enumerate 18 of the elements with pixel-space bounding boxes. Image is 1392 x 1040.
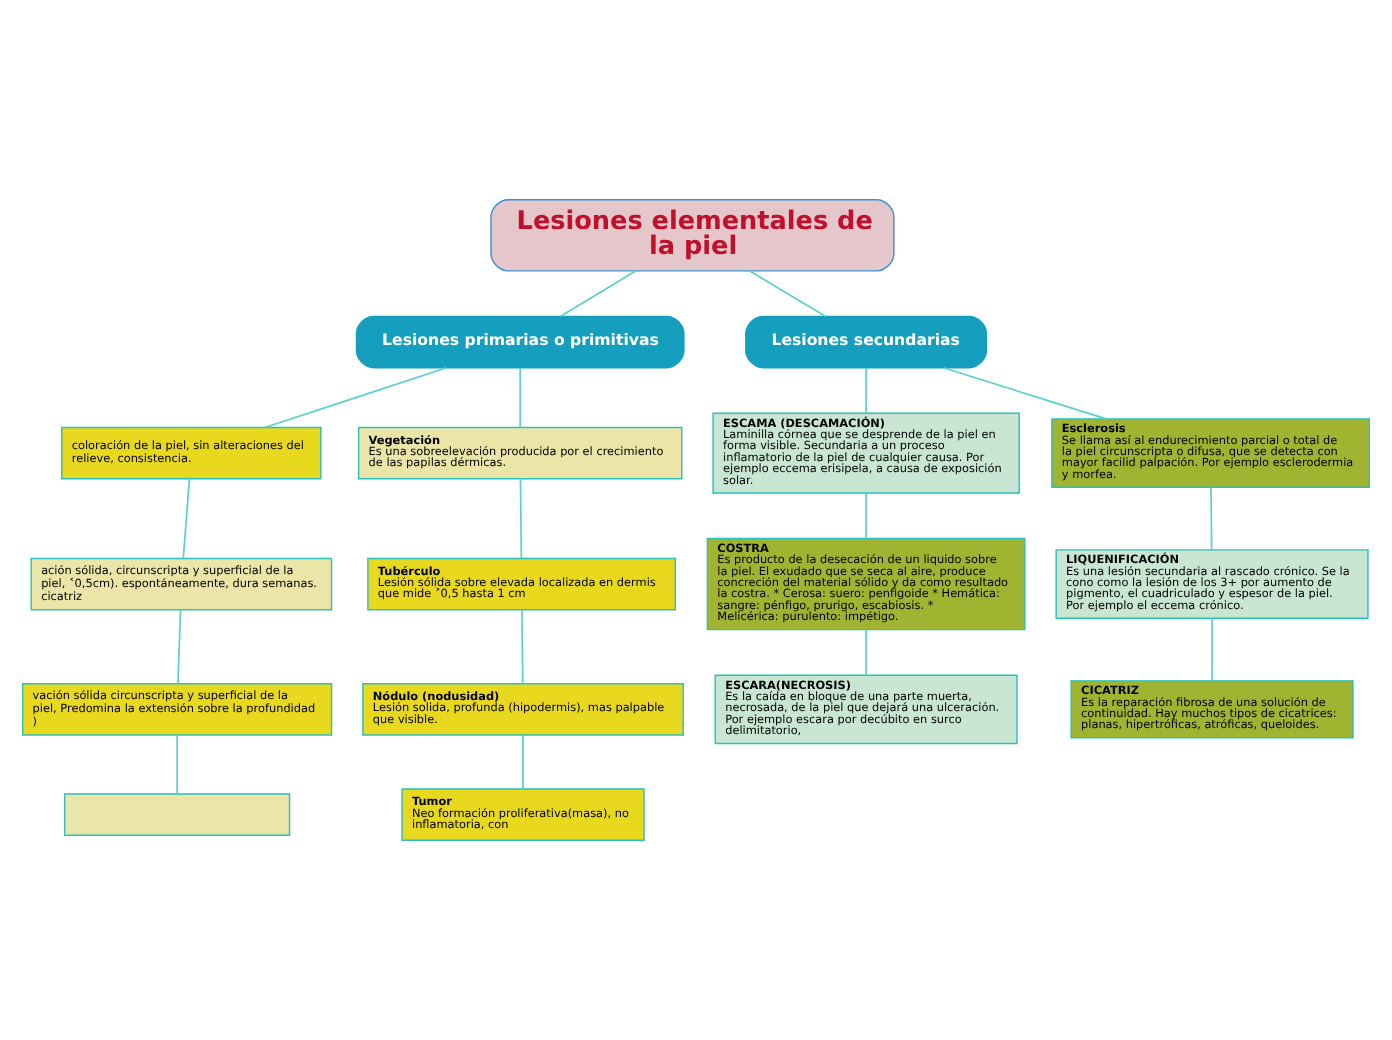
connector bbox=[1210, 486, 1213, 551]
connector bbox=[176, 734, 178, 795]
connector bbox=[865, 367, 867, 415]
connector bbox=[865, 628, 867, 676]
connector bbox=[865, 492, 867, 540]
connector bbox=[177, 609, 182, 685]
connector bbox=[519, 478, 523, 559]
connector bbox=[748, 270, 827, 318]
connector bbox=[1211, 617, 1213, 682]
node-box: Lesiones elementales de la piel bbox=[490, 199, 895, 272]
connector bbox=[182, 478, 191, 559]
node-box bbox=[63, 793, 291, 837]
connector bbox=[942, 366, 1107, 420]
connector bbox=[522, 734, 524, 790]
connector bbox=[519, 367, 522, 429]
connector bbox=[264, 366, 448, 429]
connector bbox=[521, 609, 524, 685]
connector bbox=[559, 270, 637, 318]
